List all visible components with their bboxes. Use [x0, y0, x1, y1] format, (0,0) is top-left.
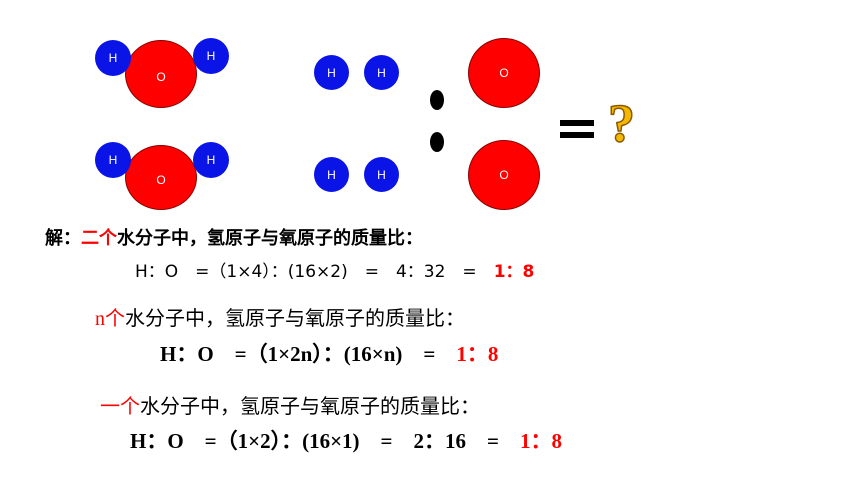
hydrogen-atom: H: [193, 142, 229, 178]
hydrogen-atom: H: [314, 157, 349, 192]
line2-heading: n个水分子中，氢原子与氧原子的质量比：: [95, 302, 465, 331]
ratio-colon-dot: [430, 90, 444, 110]
line2-formula: H：O =（1×2n）：(16×n) = 1：8: [160, 342, 499, 366]
hydrogen-atom: H: [95, 40, 131, 76]
quantity-highlight: n个: [95, 308, 125, 330]
oxygen-atom: O: [468, 38, 540, 108]
ratio-answer: 1：8: [493, 262, 535, 282]
line1-formula: H：O =（1×4）：(16×2) = 4：32 = 1：8: [135, 262, 535, 282]
line1-text: 水分子中，氢原子与氧原子的质量比：: [117, 228, 423, 249]
quantity-highlight: 二个: [81, 228, 117, 249]
question-mark: ?: [607, 93, 636, 153]
line3-text: 水分子中，氢原子与氧原子的质量比：: [140, 396, 480, 418]
oxygen-atom: O: [125, 145, 197, 210]
line2-text: 水分子中，氢原子与氧原子的质量比：: [125, 308, 465, 330]
ratio-colon-dot: [430, 132, 444, 152]
ratio-answer: 1：8: [520, 429, 562, 453]
line3-formula: H：O =（1×2）：(16×1) = 2：16 = 1：8: [130, 429, 562, 453]
hydrogen-atom: H: [364, 55, 399, 90]
equals-sign: [560, 120, 594, 138]
solution-prefix: 解：: [45, 228, 81, 249]
oxygen-atom: O: [468, 140, 540, 210]
line1-heading: 解：二个水分子中，氢原子与氧原子的质量比：: [45, 224, 423, 250]
line3-heading: 一个水分子中，氢原子与氧原子的质量比：: [100, 390, 480, 419]
oxygen-atom: O: [125, 40, 197, 108]
hydrogen-atom: H: [193, 38, 229, 74]
hydrogen-atom: H: [95, 142, 131, 178]
hydrogen-atom: H: [364, 157, 399, 192]
quantity-highlight: 一个: [100, 396, 140, 418]
ratio-answer: 1：8: [456, 342, 499, 366]
hydrogen-atom: H: [314, 55, 349, 90]
